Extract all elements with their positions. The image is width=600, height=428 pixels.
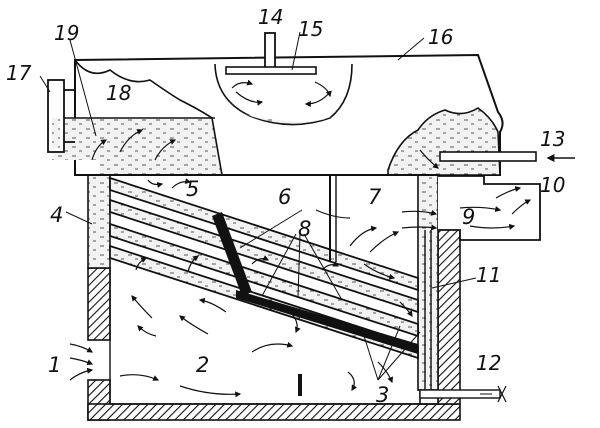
leader-lines — [39, 31, 492, 395]
label-3: 3 — [376, 383, 389, 407]
label-6: 6 — [278, 185, 291, 209]
label-12: 12 — [476, 351, 501, 375]
label-10: 10 — [540, 173, 565, 197]
furnace-walls — [87, 185, 461, 421]
label-1: 1 — [48, 353, 61, 377]
label-15: 15 — [298, 17, 323, 41]
label-16: 16 — [428, 25, 453, 49]
label-4: 4 — [50, 203, 63, 227]
fire-bridge — [298, 374, 302, 396]
water-box-left — [87, 174, 111, 269]
label-7: 7 — [368, 185, 382, 209]
water-box-right — [417, 174, 439, 391]
label-14: 14 — [258, 5, 283, 29]
label-18: 18 — [106, 81, 131, 105]
label-5: 5 — [186, 177, 199, 201]
label-11: 11 — [476, 263, 501, 287]
label-9: 9 — [462, 205, 475, 229]
label-8: 8 — [298, 217, 311, 241]
label-17: 17 — [6, 61, 32, 85]
gas-flow-arrows — [69, 178, 532, 398]
callout-labels: 1 2 3 4 5 6 7 8 9 10 11 12 13 14 15 16 1… — [6, 5, 565, 407]
tube-bank — [109, 176, 419, 360]
label-19: 19 — [54, 21, 79, 45]
label-13: 13 — [540, 127, 565, 151]
label-2: 2 — [196, 353, 209, 377]
